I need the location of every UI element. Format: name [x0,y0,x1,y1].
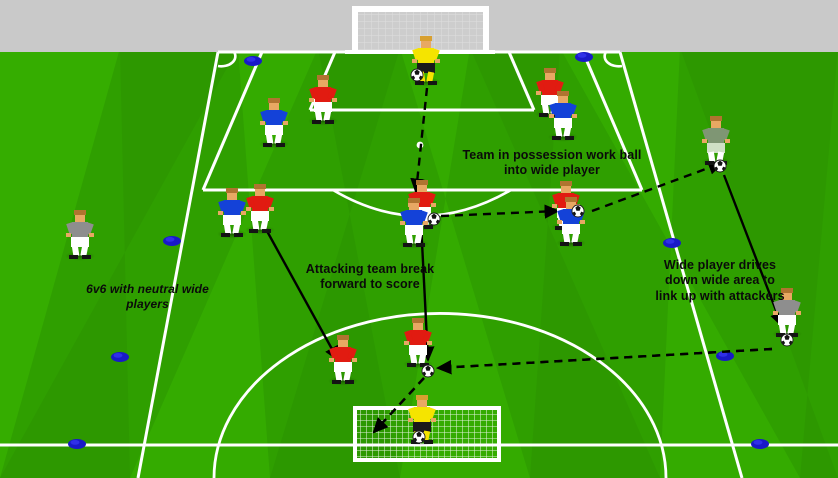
cone-bl [111,352,129,362]
cone-tr [575,52,593,62]
cone-bbr [751,439,769,449]
player-red-runner-left [329,335,357,384]
player-neutral-wide-right-high [702,116,730,165]
shot-on-goal [372,377,425,434]
run-wide-down [722,174,784,328]
player-neutral-wide-right-low [773,288,801,337]
player-blue-midfield-left [218,188,246,237]
ball-right [571,204,585,218]
note-wide: Wide player drives down wide area to lin… [655,258,785,303]
player-neutral-wide-left [66,210,94,259]
cone-markers [68,52,769,449]
cone-tl [244,56,262,66]
ball-goal [412,430,426,444]
ball-wide [713,159,727,173]
pass-gk-down [410,87,429,194]
note-attack: Attacking team break forward to score [305,262,435,292]
run-break-left [260,221,340,362]
cone-br [716,351,734,361]
player-red-runner-centre [404,318,432,367]
player-figures [66,36,801,444]
cone-ml [163,236,181,246]
cone-bbl [68,439,86,449]
player-blue-centre-on-ball [400,198,428,247]
ball-top [410,68,424,82]
note-possession: Team in possession work ball into wide p… [462,148,642,178]
player-goalkeeper-top [412,36,440,85]
player-blue-defender-left [260,98,288,147]
ball-bottom [421,364,435,378]
player-red-attacker-left [309,75,337,124]
goal-top [345,6,495,54]
ball-low [780,333,794,347]
pass-centre-right [440,204,560,219]
cone-mr [663,238,681,248]
pass-right-wide [591,160,724,213]
player-red-midfield-left [246,184,274,233]
player-blue-defender-right [549,91,577,140]
ball-markers [410,68,794,444]
movement-arrows-overlay [372,347,773,434]
note-format: 6v6 with neutral wide players [86,282,209,311]
ball-centre [427,212,441,226]
